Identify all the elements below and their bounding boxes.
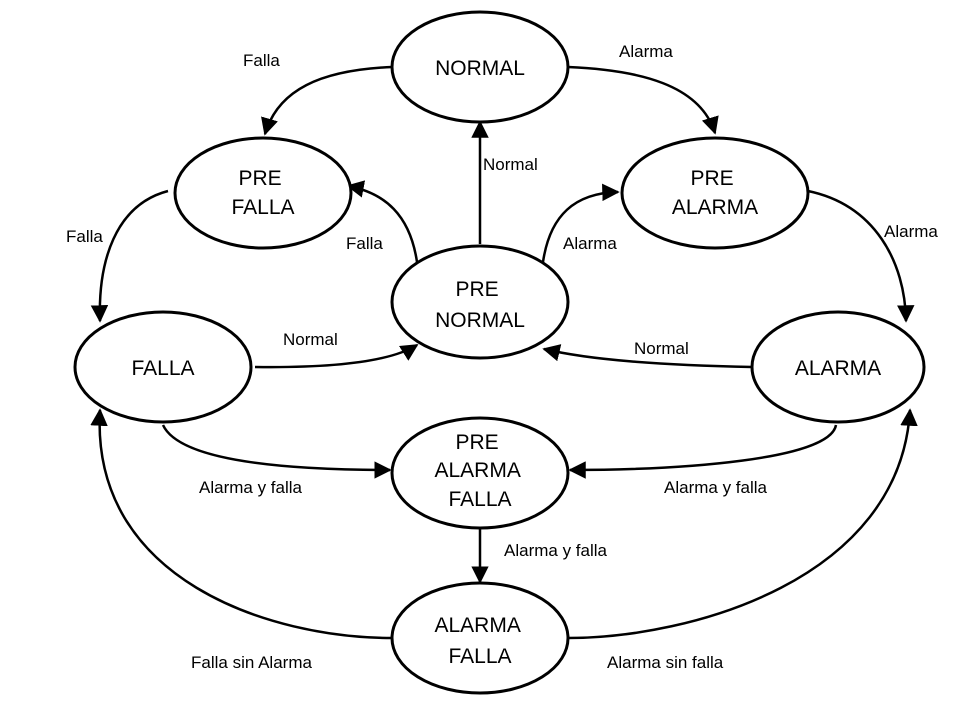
- transition-edges: [90, 65, 918, 640]
- label-pre-normal-to-normal: Normal: [483, 155, 538, 174]
- state-alarma-falla-label: ALARMA FALLA: [434, 614, 525, 668]
- edge-normal-to-pre-falla: [261, 65, 393, 136]
- state-pre-alarma-label: PRE ALARMA: [672, 167, 758, 219]
- edge-alarma-falla-to-alarma: [567, 408, 918, 640]
- state-pre-normal-label: PRE NORMAL: [435, 278, 525, 332]
- label-pre-normal-to-pre-falla: Falla: [346, 234, 383, 253]
- label-alarma-to-pre-normal: Normal: [634, 339, 689, 358]
- edge-pre-normal-to-pre-alarma: [541, 183, 620, 263]
- transition-labels: Falla Alarma Normal Falla Falla Alarma A…: [66, 42, 938, 672]
- label-pre-normal-to-pre-alarma: Alarma: [563, 234, 617, 253]
- state-falla: FALLA: [73, 310, 253, 424]
- state-normal-label: NORMAL: [435, 57, 525, 80]
- label-pre-falla-to-falla: Falla: [66, 227, 103, 246]
- state-alarma-falla: ALARMA FALLA: [390, 581, 570, 695]
- state-pre-alarma-falla-label: PRE ALARMA FALLA: [434, 431, 525, 511]
- label-normal-to-pre-alarma: Alarma: [619, 42, 673, 61]
- edge-pre-normal-to-pre-falla: [346, 180, 419, 263]
- edge-alarma-falla-to-falla: [90, 408, 393, 640]
- label-normal-to-pre-falla: Falla: [243, 51, 280, 70]
- edge-alarma-to-pre-alarma-falla: [568, 424, 838, 479]
- edge-pre-falla-to-falla: [90, 189, 169, 323]
- state-pre-falla: PRE FALLA: [173, 136, 353, 250]
- label-pre-alarma-falla-to-alarma-falla: Alarma y falla: [504, 541, 608, 560]
- state-pre-normal: PRE NORMAL: [390, 244, 570, 360]
- state-normal: NORMAL: [390, 10, 570, 124]
- edge-alarma-to-pre-normal: [542, 344, 753, 369]
- state-pre-alarma: PRE ALARMA: [620, 136, 810, 250]
- label-alarma-falla-to-alarma: Alarma sin falla: [607, 653, 724, 672]
- state-alarma-label: ALARMA: [795, 357, 881, 380]
- label-alarma-falla-to-falla: Falla sin Alarma: [191, 653, 312, 672]
- label-pre-alarma-to-alarma: Alarma: [884, 222, 938, 241]
- label-alarma-to-pre-alarma-falla: Alarma y falla: [664, 478, 768, 497]
- state-falla-label: FALLA: [131, 357, 194, 380]
- state-pre-falla-label: PRE FALLA: [231, 167, 294, 219]
- label-falla-to-pre-normal: Normal: [283, 330, 338, 349]
- state-alarma: ALARMA: [750, 310, 926, 424]
- edge-normal-to-pre-alarma: [567, 65, 719, 135]
- edge-falla-to-pre-alarma-falla: [161, 424, 392, 479]
- state-pre-alarma-falla: PRE ALARMA FALLA: [390, 416, 570, 530]
- edge-pre-alarma-to-alarma: [807, 189, 915, 323]
- label-falla-to-pre-alarma-falla: Alarma y falla: [199, 478, 303, 497]
- edge-falla-to-pre-normal: [254, 343, 419, 369]
